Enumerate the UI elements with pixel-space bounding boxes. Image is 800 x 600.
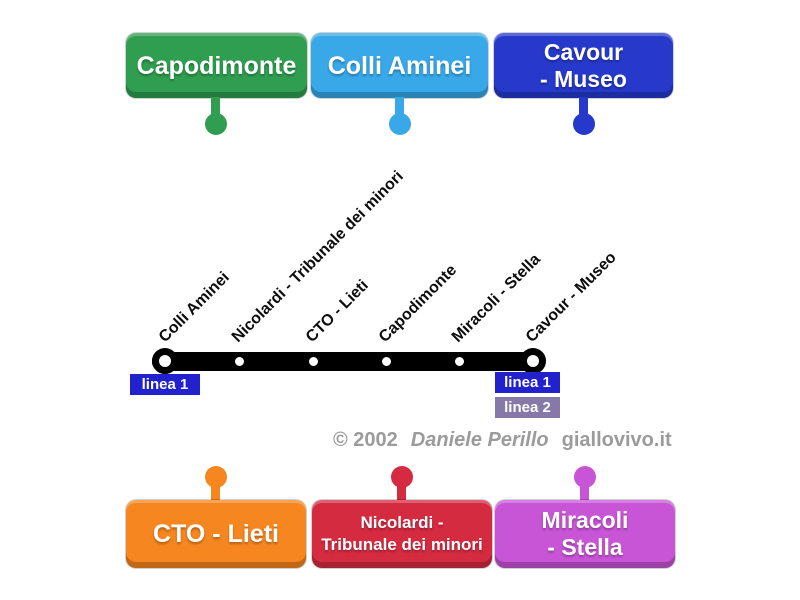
credit-site: giallovivo.it (561, 429, 672, 451)
station-name: CTO - Lieti (302, 276, 372, 346)
pin-stem (579, 97, 588, 117)
label-tile: Cavour- Museo (494, 33, 673, 98)
label-text-line2: - Stella (547, 534, 623, 560)
pin-marker-icon (573, 113, 595, 135)
linea-1-badge-right: linea 1 (495, 372, 560, 393)
station-marker (378, 353, 395, 370)
label-tile: Nicolardi - Tribunale dei minori (312, 500, 492, 568)
label-text-line2: - Museo (540, 65, 627, 92)
metro-line (152, 352, 541, 371)
pin-marker-icon (389, 113, 411, 135)
label-text: Cavour (543, 38, 624, 65)
station-marker (451, 353, 468, 370)
pin-marker-icon (205, 113, 227, 135)
label-text: CTO - Lieti (153, 520, 279, 548)
label-tile: Miracoli- Stella (495, 500, 675, 568)
pin-marker-icon (391, 466, 413, 488)
pin-stem (580, 484, 589, 502)
drag-label-colli-aminei[interactable]: Colli Aminei (311, 33, 488, 135)
drag-label-cavour-museo[interactable]: Cavour- Museo (494, 33, 673, 135)
drag-label-miracoli-stella[interactable]: Miracoli- Stella (495, 466, 675, 568)
label-text-line2: Tribunale dei minori (321, 535, 483, 554)
drag-label-cto-lieti[interactable]: CTO - Lieti (126, 466, 306, 568)
label-text: Colli Aminei (327, 51, 472, 80)
label-tile: Capodimonte (126, 33, 307, 98)
linea-2-badge-right: linea 2 (495, 397, 560, 418)
terminal-station-marker (152, 348, 178, 374)
label-text: Nicolardi - (360, 513, 444, 532)
label-tile: Colli Aminei (311, 33, 488, 98)
pin-stem (397, 484, 406, 502)
pin-marker-icon (574, 466, 596, 488)
station-marker (231, 353, 248, 370)
pin-stem (395, 97, 404, 117)
station-name: Colli Aminei (155, 268, 233, 346)
label-text: Miracoli (541, 507, 629, 533)
credit-copyright: © 2002 (333, 429, 398, 451)
pin-stem (211, 97, 220, 117)
pin-stem (211, 484, 220, 502)
linea-1-badge-left: linea 1 (130, 374, 200, 395)
map-credit: © 2002 Daniele Perillo giallovivo.it (333, 429, 672, 452)
label-text: Capodimonte (136, 51, 297, 80)
credit-author: Daniele Perillo (410, 429, 549, 451)
pin-marker-icon (205, 466, 227, 488)
label-tile: CTO - Lieti (126, 500, 306, 568)
station-marker (305, 353, 322, 370)
terminal-station-marker (520, 348, 546, 374)
drag-label-capodimonte[interactable]: Capodimonte (126, 33, 307, 135)
drag-label-nicolardi-tribunale[interactable]: Nicolardi - Tribunale dei minori (312, 466, 492, 568)
